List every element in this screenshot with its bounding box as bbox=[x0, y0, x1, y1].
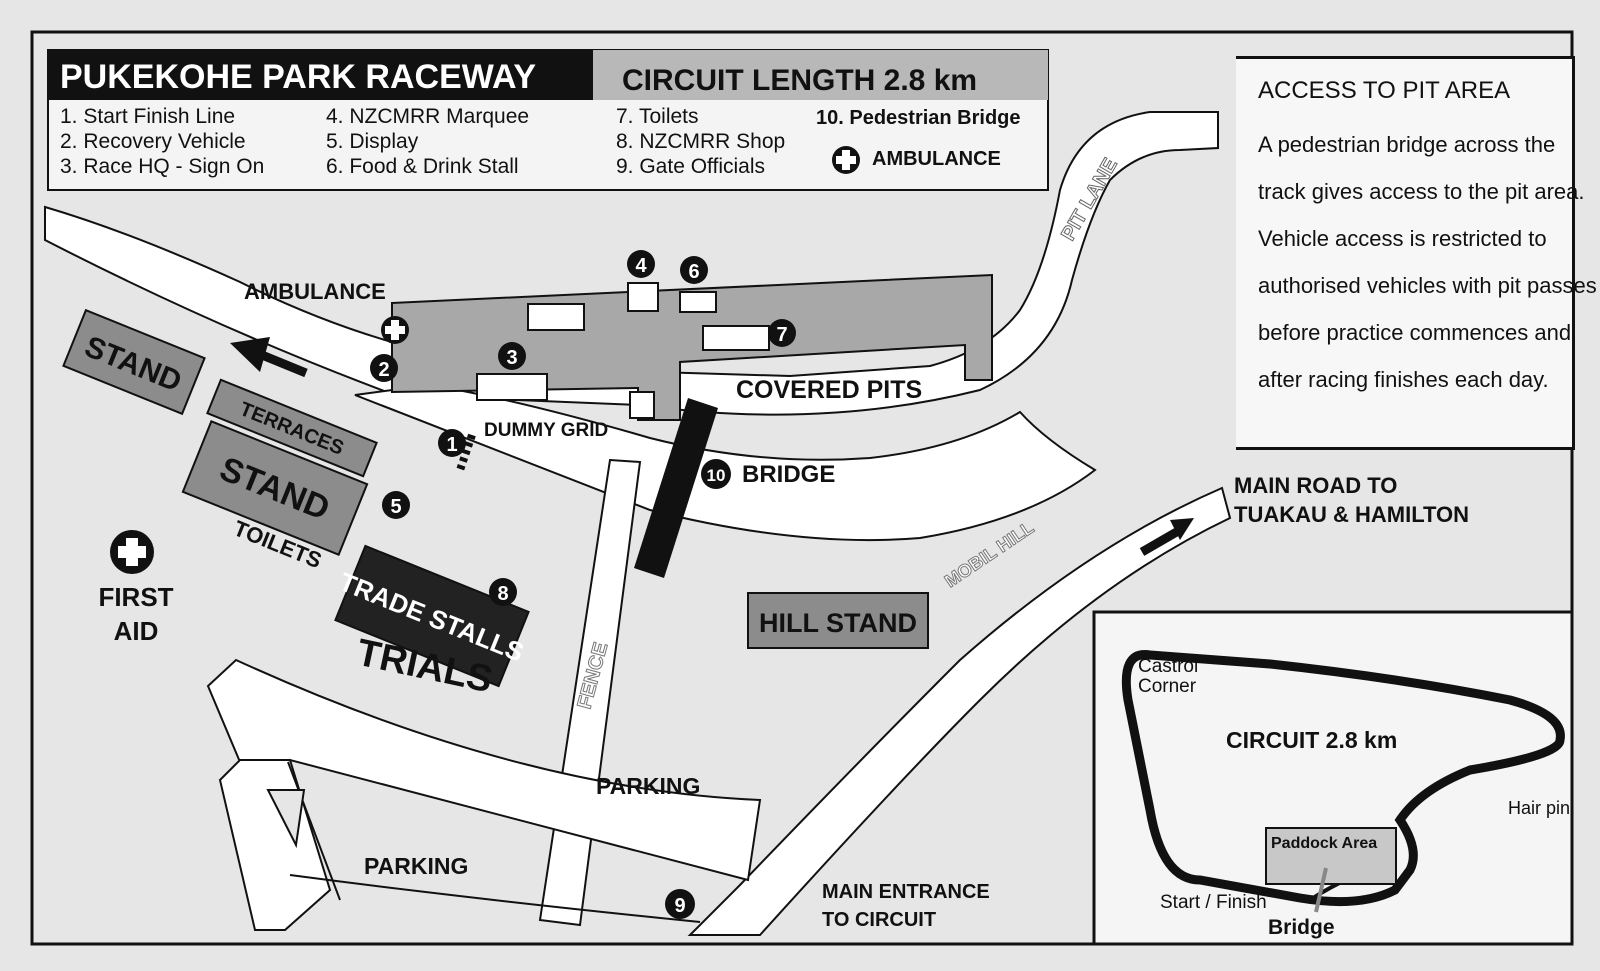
ambulance-cross-icon bbox=[381, 316, 409, 344]
marker-10: 10 bbox=[701, 459, 731, 489]
main-road-label-2: TUAKAU & HAMILTON bbox=[1234, 502, 1469, 527]
dummy-grid-label: DUMMY GRID bbox=[484, 420, 608, 441]
access-line: Vehicle access is restricted to bbox=[1258, 226, 1547, 251]
svg-text:6: 6 bbox=[688, 261, 699, 283]
access-info-box: ACCESS TO PIT AREA A pedestrian bridge a… bbox=[1236, 56, 1597, 450]
legend-item: 1. Start Finish Line bbox=[60, 105, 236, 128]
first-aid-cross-icon bbox=[110, 530, 154, 574]
traffic-island bbox=[266, 789, 306, 849]
legend-item: 4. NZCMRR Marquee bbox=[326, 105, 530, 128]
svg-text:4: 4 bbox=[635, 255, 647, 277]
pedestrian-bridge bbox=[634, 398, 718, 578]
legend-item: 6. Food & Drink Stall bbox=[326, 155, 519, 178]
grid-building bbox=[629, 391, 655, 419]
marker-3: 3 bbox=[498, 342, 526, 370]
marker-2: 2 bbox=[370, 354, 398, 382]
legend-item: 8. NZCMRR Shop bbox=[616, 130, 786, 153]
main-entrance-label-1: MAIN ENTRANCE bbox=[822, 881, 990, 903]
svg-text:2: 2 bbox=[378, 359, 389, 381]
title-bar bbox=[48, 50, 593, 100]
access-line: after racing finishes each day. bbox=[1258, 367, 1549, 392]
svg-text:7: 7 bbox=[776, 324, 787, 346]
paddock-label: Paddock Area bbox=[1271, 835, 1377, 852]
hill-stand bbox=[747, 592, 929, 649]
legend-item: 7. Toilets bbox=[616, 105, 699, 128]
legend-pedestrian-bridge: 10. Pedestrian Bridge bbox=[816, 107, 1021, 129]
marker-9: 9 bbox=[665, 889, 695, 919]
marker-4: 4 bbox=[627, 250, 655, 278]
access-line: before practice commences and bbox=[1258, 320, 1572, 345]
marker-8: 8 bbox=[489, 578, 517, 606]
access-line: authorised vehicles with pit passes bbox=[1258, 273, 1597, 298]
first-aid-label-2: AID bbox=[114, 616, 159, 646]
marquee bbox=[627, 282, 659, 312]
road-hamilton bbox=[687, 486, 1232, 936]
castrol-label-2: Corner bbox=[1138, 676, 1197, 697]
access-title: ACCESS TO PIT AREA bbox=[1258, 77, 1511, 104]
legend-col-1: 1. Start Finish Line 2. Recovery Vehicle… bbox=[60, 104, 264, 179]
castrol-label-1: Castrol bbox=[1138, 656, 1198, 677]
svg-text:1: 1 bbox=[446, 434, 457, 456]
legend-ambulance: AMBULANCE bbox=[872, 148, 1001, 170]
stand-mid: STAND bbox=[181, 419, 369, 557]
legend-item: 3. Race HQ - Sign On bbox=[60, 155, 265, 178]
toilets-building bbox=[702, 325, 770, 351]
marker-5: 5 bbox=[382, 491, 410, 519]
main-road-label-1: MAIN ROAD TO bbox=[1234, 473, 1397, 498]
marker-1: 1 bbox=[438, 429, 466, 457]
access-line: track gives access to the pit area. bbox=[1258, 179, 1585, 204]
legend-item: 9. Gate Officials bbox=[616, 155, 766, 178]
first-aid-label-1: FIRST bbox=[98, 582, 173, 612]
svg-text:5: 5 bbox=[390, 496, 401, 518]
stand-top: STAND bbox=[62, 308, 206, 416]
parking-spur bbox=[218, 759, 332, 931]
hair-pin-label: Hair pin bbox=[1508, 798, 1570, 818]
race-hq bbox=[476, 373, 548, 401]
svg-text:8: 8 bbox=[497, 583, 508, 605]
map-frame bbox=[30, 30, 1574, 946]
circuit-length-bar bbox=[593, 50, 1048, 100]
start-finish-label: Start / Finish bbox=[1160, 892, 1267, 913]
svg-text:9: 9 bbox=[674, 895, 685, 917]
inset-circuit-label: CIRCUIT 2.8 km bbox=[1226, 727, 1397, 753]
hill-stand-label: HILL STAND bbox=[759, 608, 917, 638]
access-body: A pedestrian bridge across the track giv… bbox=[1258, 121, 1597, 403]
start-line bbox=[456, 433, 476, 472]
ambulance-label: AMBULANCE bbox=[244, 279, 386, 304]
legend-item: 5. Display bbox=[326, 130, 419, 153]
circuit-length: CIRCUIT LENGTH 2.8 km bbox=[622, 64, 977, 97]
svg-text:3: 3 bbox=[506, 347, 517, 369]
parking-right-label: PARKING bbox=[596, 773, 700, 799]
arrow-northeast-icon bbox=[1139, 518, 1194, 556]
svg-text:10: 10 bbox=[707, 466, 726, 485]
inset-bridge-label: Bridge bbox=[1268, 916, 1335, 939]
access-line: A pedestrian bridge across the bbox=[1258, 132, 1556, 157]
map-title: PUKEKOHE PARK RACEWAY bbox=[60, 58, 536, 96]
arrow-west-icon bbox=[230, 337, 308, 378]
parking-roads bbox=[206, 658, 762, 882]
marker-6: 6 bbox=[680, 256, 708, 284]
main-entrance-label-2: TO CIRCUIT bbox=[822, 909, 936, 931]
legend-ambulance-icon bbox=[832, 146, 860, 174]
hq-building bbox=[527, 303, 585, 331]
legend-col-2: 4. NZCMRR Marquee 5. Display 6. Food & D… bbox=[326, 104, 529, 179]
legend-item: 2. Recovery Vehicle bbox=[60, 130, 246, 153]
inset-circuit-track bbox=[1121, 650, 1565, 907]
paddock-area bbox=[1265, 827, 1397, 885]
food-stall bbox=[679, 291, 717, 313]
bridge-label: BRIDGE bbox=[742, 461, 835, 488]
legend-col-3: 7. Toilets 8. NZCMRR Shop 9. Gate Offici… bbox=[616, 104, 785, 179]
marker-7: 7 bbox=[768, 319, 796, 347]
parking-left-label: PARKING bbox=[364, 853, 468, 879]
covered-pits-label: COVERED PITS bbox=[736, 376, 922, 404]
